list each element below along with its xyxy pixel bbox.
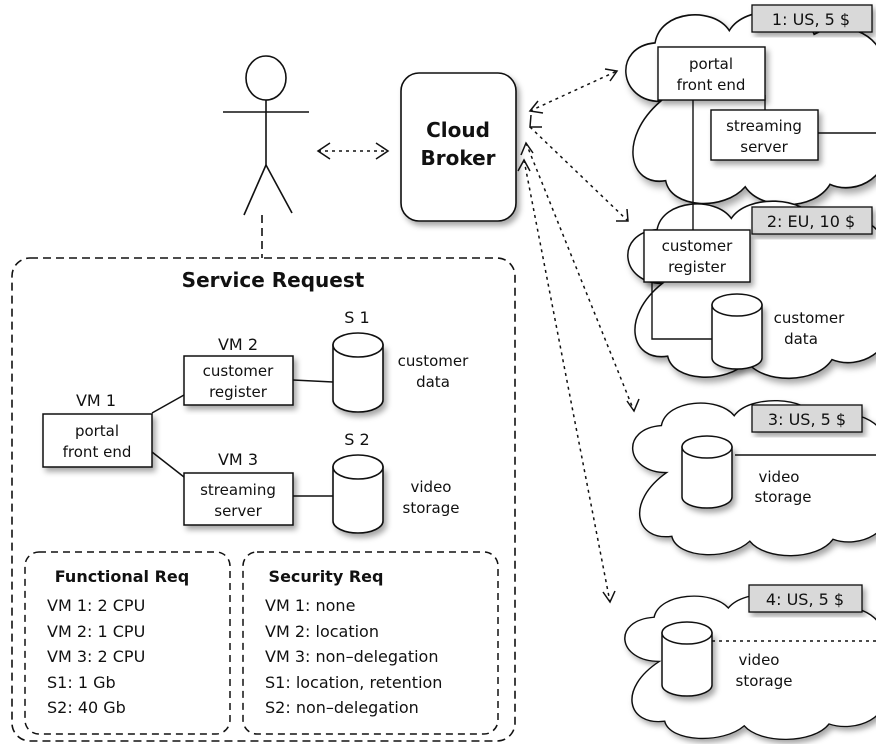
functional-req-item: VM 3: 2 CPU [47,647,145,666]
cloud-3-tag-label: 3: US, 5 $ [768,410,846,429]
vm3-label: VM 3 [218,450,258,469]
security-req-box: Security Req VM 1: none VM 2: location V… [242,551,499,735]
vm1-line1: portal [75,422,119,440]
cloud-3-contents: 3: US, 5 $ video storage [681,404,863,509]
functional-req-item: S2: 40 Gb [47,698,126,717]
cloud-1-box1-line2: front end [677,76,746,94]
user-broker-arrow [316,142,390,160]
functional-req-box: Functional Req VM 1: 2 CPU VM 2: 1 CPU V… [24,551,231,735]
security-req-item: VM 1: none [265,596,355,615]
s1-desc-line1: customer [398,352,469,370]
functional-req-item: VM 1: 2 CPU [47,596,145,615]
s2-desc-line2: storage [403,499,460,517]
vm2-line1: customer [203,362,274,380]
cloud-1-box1-line1: portal [689,55,733,73]
broker-cloud-arrows [517,68,640,604]
functional-req-item: VM 2: 1 CPU [47,622,145,641]
cloud-3-data-line1: video [759,468,800,486]
cloud-4-database-cylinder-icon[interactable] [661,621,713,697]
vm2-line2: register [209,383,268,401]
broker-label-line1: Cloud [426,118,490,142]
cloud-deployment-links [651,95,876,642]
cloud-4-data-line1: video [739,651,780,669]
s2-database-cylinder-icon[interactable] [332,454,384,534]
cloud-1-box2-line2: server [740,138,788,156]
cloud-4-contents: 4: US, 5 $ video storage [661,584,863,697]
cloud-4-data-line2: storage [736,672,793,690]
service-request-title: Service Request [182,268,365,292]
cloud-4-tag-label: 4: US, 5 $ [766,590,844,609]
cloud-1-streaming-box[interactable]: streaming server [710,109,819,161]
cloud-2-contents: 2: EU, 10 $ customer register customer d… [643,206,873,370]
cloud-2-tag: 2: EU, 10 $ [751,206,873,235]
security-req-item: S2: non–delegation [265,698,419,717]
vm1-box[interactable]: portal front end [42,413,153,468]
s1-label: S 1 [344,308,369,327]
cloud-2-database-cylinder-icon[interactable] [711,293,763,370]
cloud-1-icon[interactable] [624,10,876,206]
cloud-3-database-cylinder-icon[interactable] [681,435,733,509]
service-request-panel: Service Request VM 1 portal front end VM… [11,257,516,742]
cloud-2-data-line1: customer [774,309,845,327]
security-req-item: S1: location, retention [265,673,442,692]
vm3-line1: streaming [200,481,276,499]
security-req-item: VM 2: location [265,622,379,641]
cloud-1-portal-box[interactable]: portal front end [657,46,766,101]
cloud-1-tag: 1: US, 5 $ [751,4,873,33]
security-req-item: VM 3: non–delegation [265,647,438,666]
vm3-line2: server [214,502,262,520]
s2-label: S 2 [344,430,369,449]
vm1-label: VM 1 [76,391,116,410]
vm3-box[interactable]: streaming server [183,472,294,526]
vm2-label: VM 2 [218,335,258,354]
user-stick-figure-icon [223,55,309,216]
cloud-2-box1-line1: customer [662,237,733,255]
functional-req-title: Functional Req [55,567,189,586]
cloud-1-tag-label: 1: US, 5 $ [772,10,850,29]
s2-desc-line1: video [411,478,452,496]
cloud-4-tag: 4: US, 5 $ [748,584,863,613]
cloud-3-tag: 3: US, 5 $ [751,404,863,433]
s1-desc-line2: data [416,373,450,391]
cloud-1-box2-line1: streaming [726,117,802,135]
cloud-broker-box[interactable]: Cloud Broker [400,72,517,222]
cloud-2-tag-label: 2: EU, 10 $ [767,212,855,231]
cloud-1-contents: 1: US, 5 $ portal front end streaming se… [657,4,873,161]
cloud-2-data-line2: data [784,330,818,348]
vm2-box[interactable]: customer register [183,355,294,406]
service-request-links [151,379,334,497]
cloud-2-register-box[interactable]: customer register [643,229,751,283]
security-req-title: Security Req [269,567,384,586]
broker-label-line2: Broker [420,146,495,170]
functional-req-item: S1: 1 Gb [47,673,116,692]
cloud-3-data-line2: storage [755,488,812,506]
s1-database-cylinder-icon[interactable] [332,332,384,413]
vm1-line2: front end [63,443,132,461]
cloud-2-box1-line2: register [668,258,727,276]
